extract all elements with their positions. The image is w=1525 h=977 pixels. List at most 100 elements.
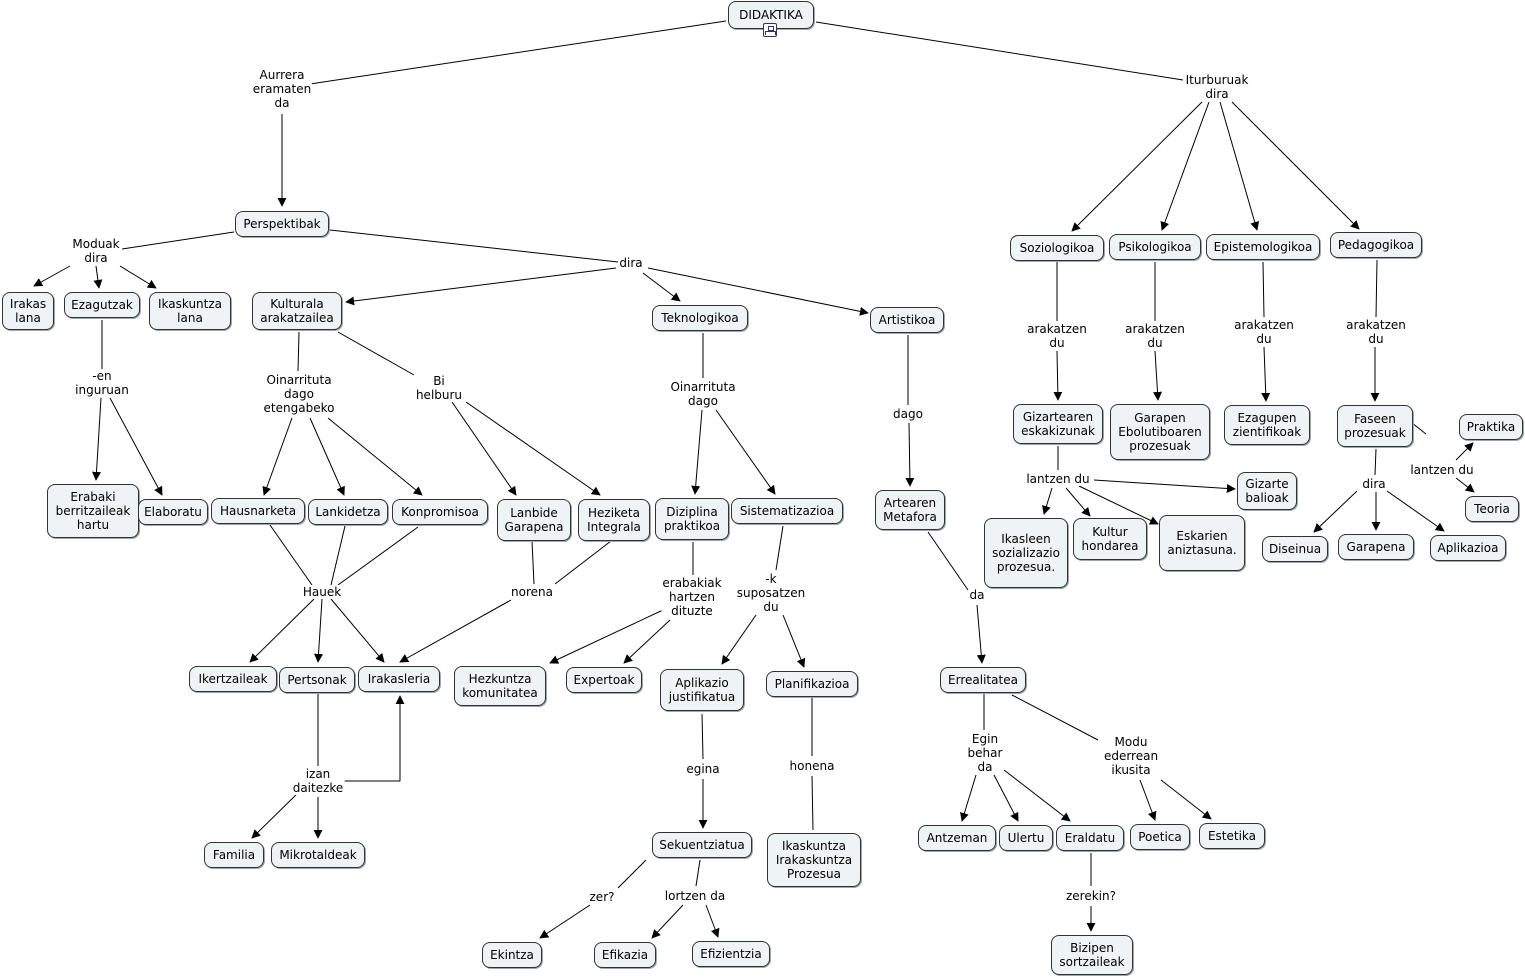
connector-67 (1160, 779, 1212, 820)
node-ikertzaileak[interactable]: Ikertzaileak (189, 666, 277, 692)
connector-83 (1374, 448, 1377, 476)
connector-6 (1231, 101, 1360, 230)
connector-87 (1411, 422, 1427, 435)
node-garapena[interactable]: Garapena (1338, 534, 1414, 560)
node-hausnarketa[interactable]: Hausnarketa (211, 498, 305, 524)
node-pertsonak[interactable]: Pertsonak (279, 667, 355, 693)
link-izan-daitezke: izan daitezke (291, 767, 345, 795)
node-kultur-hondarea[interactable]: Kultur hondarea (1073, 518, 1147, 560)
node-teknologikoa[interactable]: Teknologikoa (652, 305, 748, 331)
node-sistematizazioa[interactable]: Sistematizazioa (731, 498, 843, 524)
node-diseinua[interactable]: Diseinua (1262, 536, 1328, 562)
connector-10 (119, 265, 157, 289)
connector-53 (539, 904, 591, 939)
link-aurrera-eramaten-da: Aurrera eramaten da (251, 68, 313, 110)
connector-12 (345, 267, 617, 306)
node-irakasleria[interactable]: Irakasleria (358, 666, 440, 692)
node-pedagogikoa[interactable]: Pedagogikoa (1330, 232, 1422, 258)
connector-33 (399, 599, 512, 663)
node-elaboratu[interactable]: Elaboratu (138, 499, 208, 525)
node-aplikazioa[interactable]: Aplikazioa (1430, 535, 1506, 561)
node-expertoak[interactable]: Expertoak (566, 667, 642, 693)
connector-56 (705, 904, 720, 938)
connector-79 (1042, 487, 1053, 515)
connector-60 (976, 604, 986, 664)
node-gizartearen-eskakizunak[interactable]: Gizartearen eskakizunak (1013, 404, 1103, 444)
node-irakas-lana[interactable]: Irakas lana (2, 292, 54, 330)
node-konpromisoa[interactable]: Konpromisoa (392, 499, 488, 525)
node-diziplina-praktikoa[interactable]: Diziplina praktikoa (655, 498, 729, 540)
connector-84 (1313, 490, 1358, 533)
node-ikasleen-sozializazio[interactable]: Ikasleen sozializazio prozesua. (984, 518, 1068, 588)
connector-25 (269, 524, 313, 586)
node-psikologikoa[interactable]: Psikologikoa (1109, 234, 1201, 260)
node-perspektibak[interactable]: Perspektibak (235, 211, 329, 237)
node-ulertu[interactable]: Ulertu (999, 825, 1053, 851)
node-lankidetza[interactable]: Lankidetza (308, 499, 388, 525)
node-soziologikoa[interactable]: Soziologikoa (1010, 235, 1104, 261)
node-artistikoa[interactable]: Artistikoa (870, 307, 944, 333)
node-ezagutzak[interactable]: Ezagutzak (64, 292, 140, 318)
concept-map-icon[interactable] (763, 23, 777, 37)
connector-76 (1375, 259, 1378, 318)
node-eskarien-aniztasuna[interactable]: Eskarien aniztasuna. (1159, 515, 1245, 571)
node-estetika[interactable]: Estetika (1199, 823, 1265, 849)
node-lanbide-garapena[interactable]: Lanbide Garapena (497, 499, 571, 541)
connector-21 (327, 417, 423, 496)
node-artearen-metafora[interactable]: Artearen Metafora (875, 490, 945, 530)
node-familia[interactable]: Familia (204, 842, 264, 868)
node-bizipen-sortzaileak[interactable]: Bizipen sortzaileak (1051, 935, 1133, 975)
node-erabaki-berritzaileak[interactable]: Erabaki berritzaileak hartu (47, 484, 139, 538)
node-ekintza[interactable]: Ekintza (482, 942, 542, 968)
link-dago: dago (892, 407, 924, 421)
connector-0 (309, 20, 727, 85)
node-ezagupen-zientifikoak[interactable]: Ezagupen zientifikoak (1224, 405, 1310, 445)
connector-59 (927, 531, 969, 591)
connector-4 (1160, 101, 1210, 231)
link-k-suposatzen-du: -k suposatzen du (735, 572, 807, 614)
node-planifikazioa[interactable]: Planifikazioa (766, 671, 858, 697)
connector-40 (691, 409, 703, 495)
node-praktika[interactable]: Praktika (1459, 414, 1523, 440)
connector-35 (251, 790, 301, 839)
node-heziketa-integrala[interactable]: Heziketa Integrala (578, 499, 650, 541)
node-kulturala-arakatzailea[interactable]: Kulturala arakatzailea (252, 292, 342, 330)
connector-16 (92, 397, 102, 481)
node-garapen-ebolutiboaren[interactable]: Garapen Ebolutiboaren prozesuak (1110, 404, 1210, 460)
connector-28 (249, 598, 315, 663)
connector-47 (782, 614, 806, 668)
node-epistemologikoa[interactable]: Epistemologikoa (1206, 234, 1320, 260)
node-errealitatea[interactable]: Errealitatea (940, 667, 1026, 693)
node-poetica[interactable]: Poetica (1130, 824, 1190, 850)
node-hezkuntza-komunitatea[interactable]: Hezkuntza komunitatea (454, 666, 546, 706)
connector-23 (451, 401, 517, 496)
node-faseen-prozesuak[interactable]: Faseen prozesuak (1337, 405, 1413, 447)
node-teoria[interactable]: Teoria (1465, 496, 1519, 522)
node-antzeman[interactable]: Antzeman (918, 825, 996, 851)
node-gizarte-balioak[interactable]: Gizarte balioak (1237, 472, 1297, 510)
node-ikaskuntza-irakaskuntza-prozesua[interactable]: Ikaskuntza Irakaskuntza Prozesua (767, 833, 861, 887)
connector-65 (1011, 694, 1099, 741)
link-da: da (968, 588, 986, 602)
link-erabakiak-hartzen-dituzte: erabakiak hartzen dituzte (661, 576, 723, 618)
node-ikaskuntza-lana[interactable]: Ikaskuntza lana (149, 292, 231, 330)
connector-43 (549, 609, 664, 664)
connector-66 (1139, 779, 1157, 821)
node-aplikazio-justifikatua[interactable]: Aplikazio justifikatua (660, 669, 744, 711)
node-efizientzia[interactable]: Efizientzia (692, 941, 770, 967)
connector-27 (337, 526, 419, 586)
node-efikazia[interactable]: Efikazia (594, 942, 656, 968)
link-norena: norena (510, 585, 554, 599)
connector-17 (109, 397, 163, 496)
connector-45 (775, 525, 784, 571)
link-arakatzen-ditu-4: arakatzen du (1345, 318, 1407, 346)
link-zerekin: zerekin? (1065, 889, 1117, 903)
node-mikrotaldeak[interactable]: Mikrotaldeak (271, 842, 365, 868)
connector-5 (1219, 101, 1260, 231)
node-eraldatu[interactable]: Eraldatu (1056, 825, 1124, 851)
node-sekuentziatua[interactable]: Sekuentziatua (652, 832, 752, 858)
connector-64 (1003, 769, 1071, 822)
connector-71 (1053, 350, 1063, 401)
link-dira-faseen: dira (1361, 477, 1387, 491)
